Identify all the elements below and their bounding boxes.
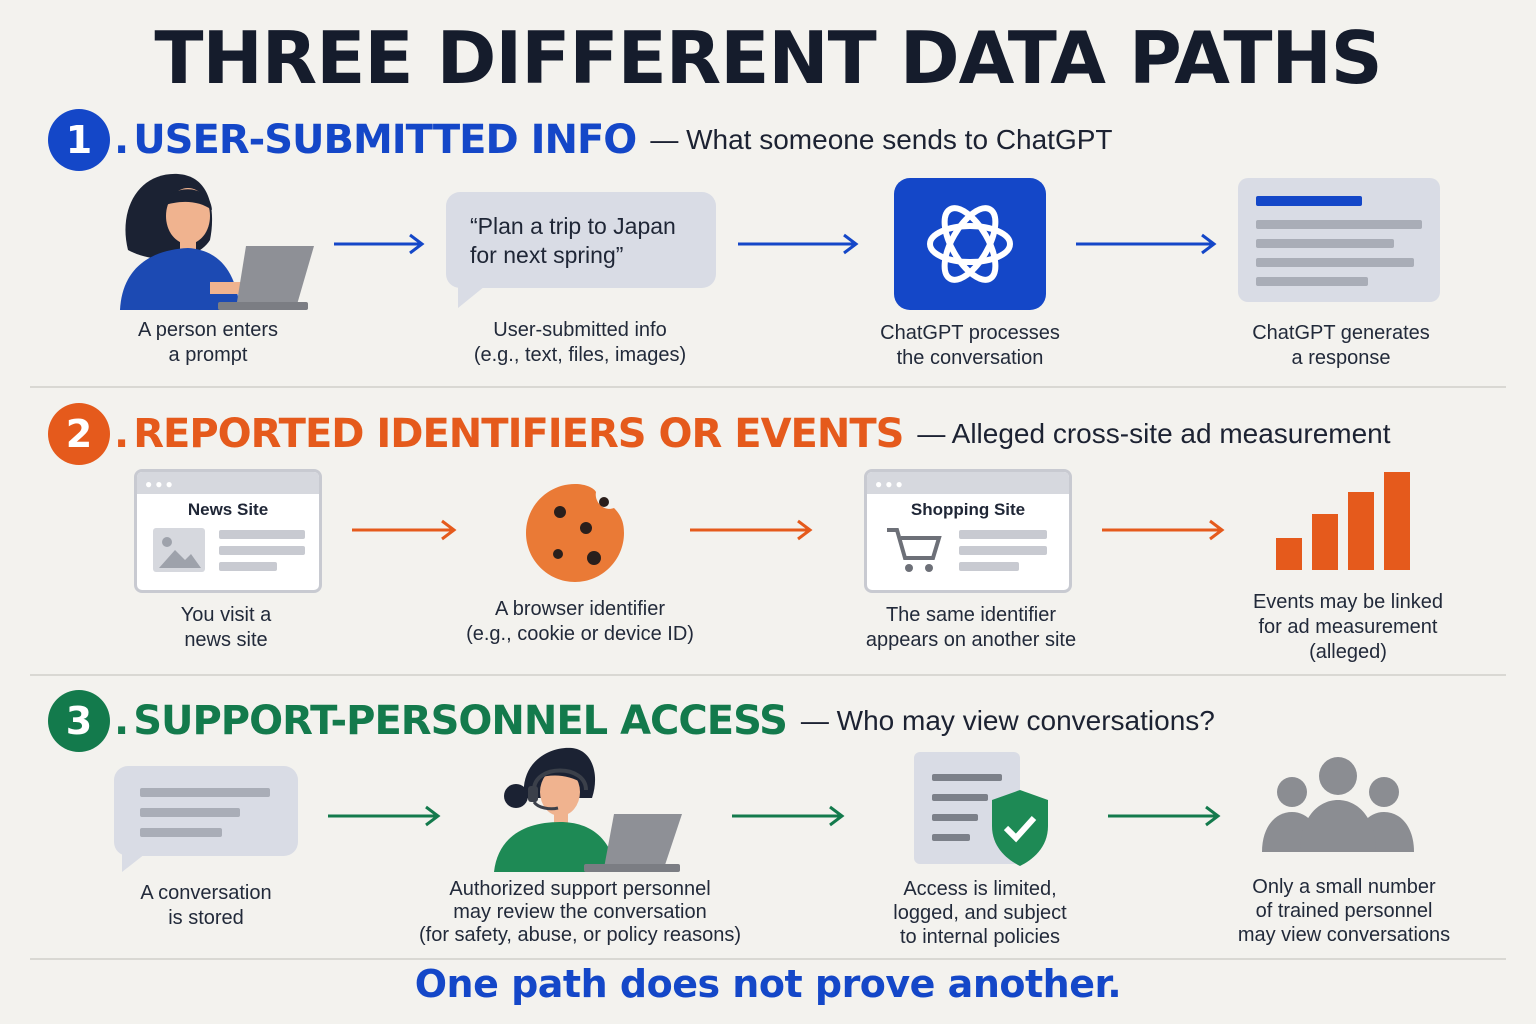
divider-2 xyxy=(30,674,1506,676)
window-titlebar: ●●● xyxy=(137,472,319,494)
divider-3 xyxy=(30,958,1506,960)
arrow-2a-icon xyxy=(352,519,457,541)
shopping-site-title: Shopping Site xyxy=(910,500,1026,519)
arrow-2c-icon xyxy=(1102,519,1225,541)
section-3-subtitle: — Who may view conversations? xyxy=(800,705,1215,736)
section-2-subtitle: — Alleged cross-site ad measurement xyxy=(917,418,1391,449)
caption-browser-identifier: A browser identifier (e.g., cookie or de… xyxy=(466,598,694,645)
caption-conversation-stored: A conversation is stored xyxy=(140,882,272,929)
news-site-title: News Site xyxy=(187,500,269,519)
caption-person-enters-prompt: A person enters a prompt xyxy=(137,319,279,366)
caption-same-identifier: The same identifier appears on another s… xyxy=(865,604,1077,651)
arrow-3a-icon xyxy=(328,805,441,827)
section-3-number-badge: 3 xyxy=(48,690,110,752)
caption-chatgpt-response: ChatGPT generates a response xyxy=(1252,322,1430,369)
speech-bubble-icon xyxy=(446,192,716,308)
shopping-site-window: ●●● Shopping Site xyxy=(864,469,1072,593)
section-2-number-badge: 2 xyxy=(48,403,110,465)
people-group-icon xyxy=(1262,757,1414,852)
response-document-icon xyxy=(1238,178,1440,302)
prompt-bubble-text: “Plan a trip to Japan for next spring” xyxy=(470,213,676,268)
person-laptop-icon xyxy=(120,173,314,310)
footer-statement: One path does not prove another. xyxy=(414,962,1122,1006)
section-2-header: 2 . REPORTED IDENTIFIERS OR EVENTS — All… xyxy=(48,402,1391,466)
section-3-heading: SUPPORT-PERSONNEL ACCESS xyxy=(133,698,788,744)
section-1-subtitle: — What someone sends to ChatGPT xyxy=(650,124,1113,155)
caption-support-personnel: Authorized support personnel may review … xyxy=(419,878,741,946)
arrow-1c-icon xyxy=(1076,233,1217,255)
cookie-icon xyxy=(526,484,624,582)
section-1-heading: USER-SUBMITTED INFO xyxy=(133,117,637,163)
section-1-dot: . xyxy=(114,117,130,163)
caption-chatgpt-processes: ChatGPT processes the conversation xyxy=(880,322,1060,369)
section-2-dot: . xyxy=(114,411,130,457)
section-1-number-badge: 1 xyxy=(48,109,110,171)
window-dots-icon: ●●● xyxy=(875,477,906,491)
news-site-window: ●●● News Site xyxy=(134,469,322,593)
arrow-1a-icon xyxy=(334,233,425,255)
bar-chart-icon xyxy=(1276,472,1410,570)
caption-visit-news-site: You visit a news site xyxy=(180,604,272,651)
window-dots-icon: ●●● xyxy=(145,477,176,491)
caption-user-submitted-info: User-submitted info (e.g., text, files, … xyxy=(473,319,687,366)
arrow-3c-icon xyxy=(1108,805,1221,827)
section-3-dot: . xyxy=(114,698,130,744)
arrow-3b-icon xyxy=(732,805,845,827)
support-agent-headset-icon xyxy=(494,747,682,872)
section-3-header: 3 . SUPPORT-PERSONNEL ACCESS — Who may v… xyxy=(48,689,1215,753)
caption-small-number-personnel: Only a small number of trained personnel… xyxy=(1237,876,1451,946)
caption-access-limited: Access is limited, logged, and subject t… xyxy=(893,878,1067,948)
section-2-heading: REPORTED IDENTIFIERS OR EVENTS xyxy=(133,411,904,457)
window-titlebar: ●●● xyxy=(867,472,1069,494)
policy-shield-icon xyxy=(914,752,1048,866)
page-title: THREE DIFFERENT DATA PATHS xyxy=(154,16,1382,100)
shopping-cart-icon xyxy=(887,528,1047,572)
chatgpt-logo-icon xyxy=(894,178,1046,310)
caption-events-linked: Events may be linked for ad measurement … xyxy=(1252,591,1444,663)
arrow-1b-icon xyxy=(738,233,859,255)
arrow-2b-icon xyxy=(690,519,813,541)
divider-1 xyxy=(30,386,1506,388)
stored-conversation-icon xyxy=(114,766,298,872)
image-placeholder-icon xyxy=(153,528,305,572)
section-1-header: 1 . USER-SUBMITTED INFO — What someone s… xyxy=(48,108,1113,172)
